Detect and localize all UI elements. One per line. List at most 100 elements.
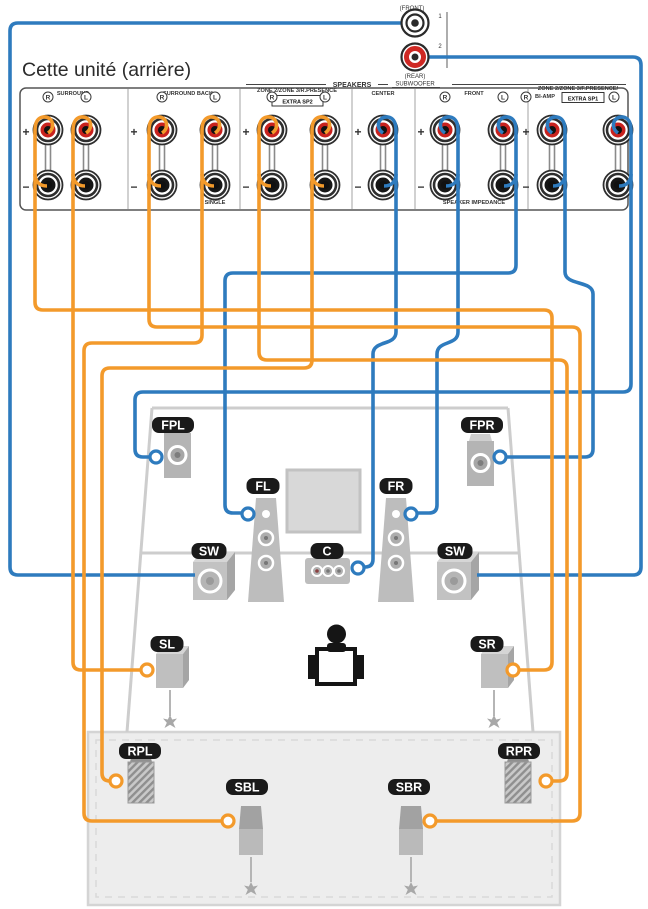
terminal-letter-ring	[608, 91, 620, 103]
wire-hook	[139, 662, 155, 678]
wire-surround-back-l	[82, 131, 221, 823]
extra-sp1-badge	[561, 92, 605, 103]
plus-sign: +	[242, 125, 249, 139]
terminal-letter-ring	[80, 91, 92, 103]
speaker-labels: FPL FPR FL FR SW C SW SL SR RPL RPR SBL …	[119, 417, 540, 795]
room-layout	[86, 406, 562, 907]
rear-jack-label: (REAR)	[405, 74, 426, 80]
wire-sub2-sw-right	[418, 55, 643, 577]
wire-hook	[505, 662, 521, 678]
svg-text:SW: SW	[199, 545, 219, 559]
minus-sign: −	[22, 180, 29, 194]
page-title: Cette unité (arrière)	[22, 59, 191, 81]
speaker-fpl	[164, 426, 191, 478]
wire-curl-top	[33, 115, 55, 135]
svg-text:RPL: RPL	[128, 745, 153, 759]
wire-curl-top	[147, 115, 169, 135]
wire-front-l	[223, 131, 518, 515]
speaker-center	[305, 558, 350, 584]
terminal-letter: R	[443, 95, 448, 102]
terminal-post: R	[429, 91, 461, 201]
section-biamp: BI-AMP	[535, 94, 555, 100]
section-surround: SURROUND	[57, 91, 89, 97]
wire-curl-top	[71, 115, 93, 135]
label-fl: FL	[246, 478, 280, 494]
terminal-letter: R	[160, 95, 165, 102]
rear-zone-inner-border	[95, 739, 553, 898]
wire-curl-top	[438, 115, 460, 135]
minus-sign: −	[130, 180, 137, 194]
speaker-sl	[156, 646, 189, 728]
wire-fpresence-r	[507, 131, 595, 459]
wire-front-r	[417, 131, 460, 515]
extra-sp2-text: EXTRA SP2	[282, 100, 312, 106]
label-rpl: RPL	[119, 743, 161, 759]
svg-text:FPR: FPR	[470, 419, 495, 433]
terminal-post: L	[309, 91, 341, 201]
rear-panel: SPEAKERS SURROUND SURROUND BACK ZONE 2/Z…	[19, 82, 634, 211]
wire-curl-top	[496, 115, 518, 135]
terminal-letter-ring	[439, 91, 451, 103]
jack2-number: 2	[438, 44, 442, 50]
subwoofer-jack-label: SUBWOOFER	[395, 82, 435, 88]
wire-hook	[403, 506, 419, 522]
wire-hooks	[108, 449, 554, 829]
terminal-letter: R	[270, 95, 275, 102]
svg-text:SBL: SBL	[235, 781, 260, 795]
extra-sp1-text: EXTRA SP1	[568, 97, 598, 103]
minus-sign: −	[242, 180, 249, 194]
label-fpr: FPR	[461, 417, 503, 433]
terminal-letter-ring	[42, 91, 54, 103]
speaker-fpr	[467, 434, 494, 486]
wire-hook	[108, 773, 124, 789]
svg-text:SL: SL	[159, 638, 175, 652]
speakers-header: SPEAKERS	[333, 82, 372, 89]
section-front: FRONT	[464, 91, 484, 97]
label-sw-left: SW	[191, 543, 227, 559]
speaker-sr	[481, 646, 514, 728]
label-fpl: FPL	[152, 417, 194, 433]
plus-sign: +	[354, 125, 361, 139]
svg-text:FPL: FPL	[161, 419, 185, 433]
label-sbl: SBL	[226, 779, 268, 795]
svg-text:RPR: RPR	[506, 745, 532, 759]
label-sbr: SBR	[388, 779, 430, 795]
wire-curl-top	[200, 115, 222, 135]
wire-curl-top	[257, 115, 279, 135]
terminal-letter: R	[46, 95, 51, 102]
label-fr: FR	[379, 478, 413, 494]
speaker-fl	[248, 498, 284, 602]
wire-hook	[148, 449, 164, 465]
section-zone2-fpresence: ZONE 2/ZONE 3/F.PRESENCE/	[538, 86, 619, 92]
terminal-post	[367, 114, 399, 201]
terminal-post: L	[602, 91, 634, 201]
terminal-post: L	[199, 91, 231, 201]
wire-curl-top	[545, 115, 567, 135]
wire-center	[364, 131, 398, 569]
speaker-sw-right	[437, 552, 479, 600]
terminal-letter: L	[323, 95, 327, 102]
wire-hook	[220, 813, 236, 829]
wire-curl-top	[310, 115, 332, 135]
plus-sign: +	[130, 125, 137, 139]
jack1-number: 1	[438, 14, 442, 20]
terminal-letter-ring	[209, 91, 221, 103]
wire-curl-top	[611, 115, 633, 135]
minus-sign: −	[354, 180, 361, 194]
svg-text:SW: SW	[445, 545, 465, 559]
section-center: CENTER	[372, 91, 395, 97]
svg-text:FL: FL	[255, 480, 271, 494]
label-sl: SL	[150, 636, 184, 652]
section-zone2-rpresence: ZONE 2/ZONE 3/R.PRESENCE	[257, 88, 337, 94]
wire-hook	[240, 506, 256, 522]
wire-hook	[350, 560, 366, 576]
rear-zone	[86, 730, 562, 907]
plus-sign: +	[417, 125, 424, 139]
wire-surround-r	[33, 131, 554, 672]
minus-sign: −	[522, 180, 529, 194]
wire-surround-l	[71, 131, 140, 672]
impedance-note: SPEAKER IMPEDANCE	[443, 200, 505, 206]
terminal-letter-ring	[156, 91, 168, 103]
wire-hook	[492, 449, 508, 465]
